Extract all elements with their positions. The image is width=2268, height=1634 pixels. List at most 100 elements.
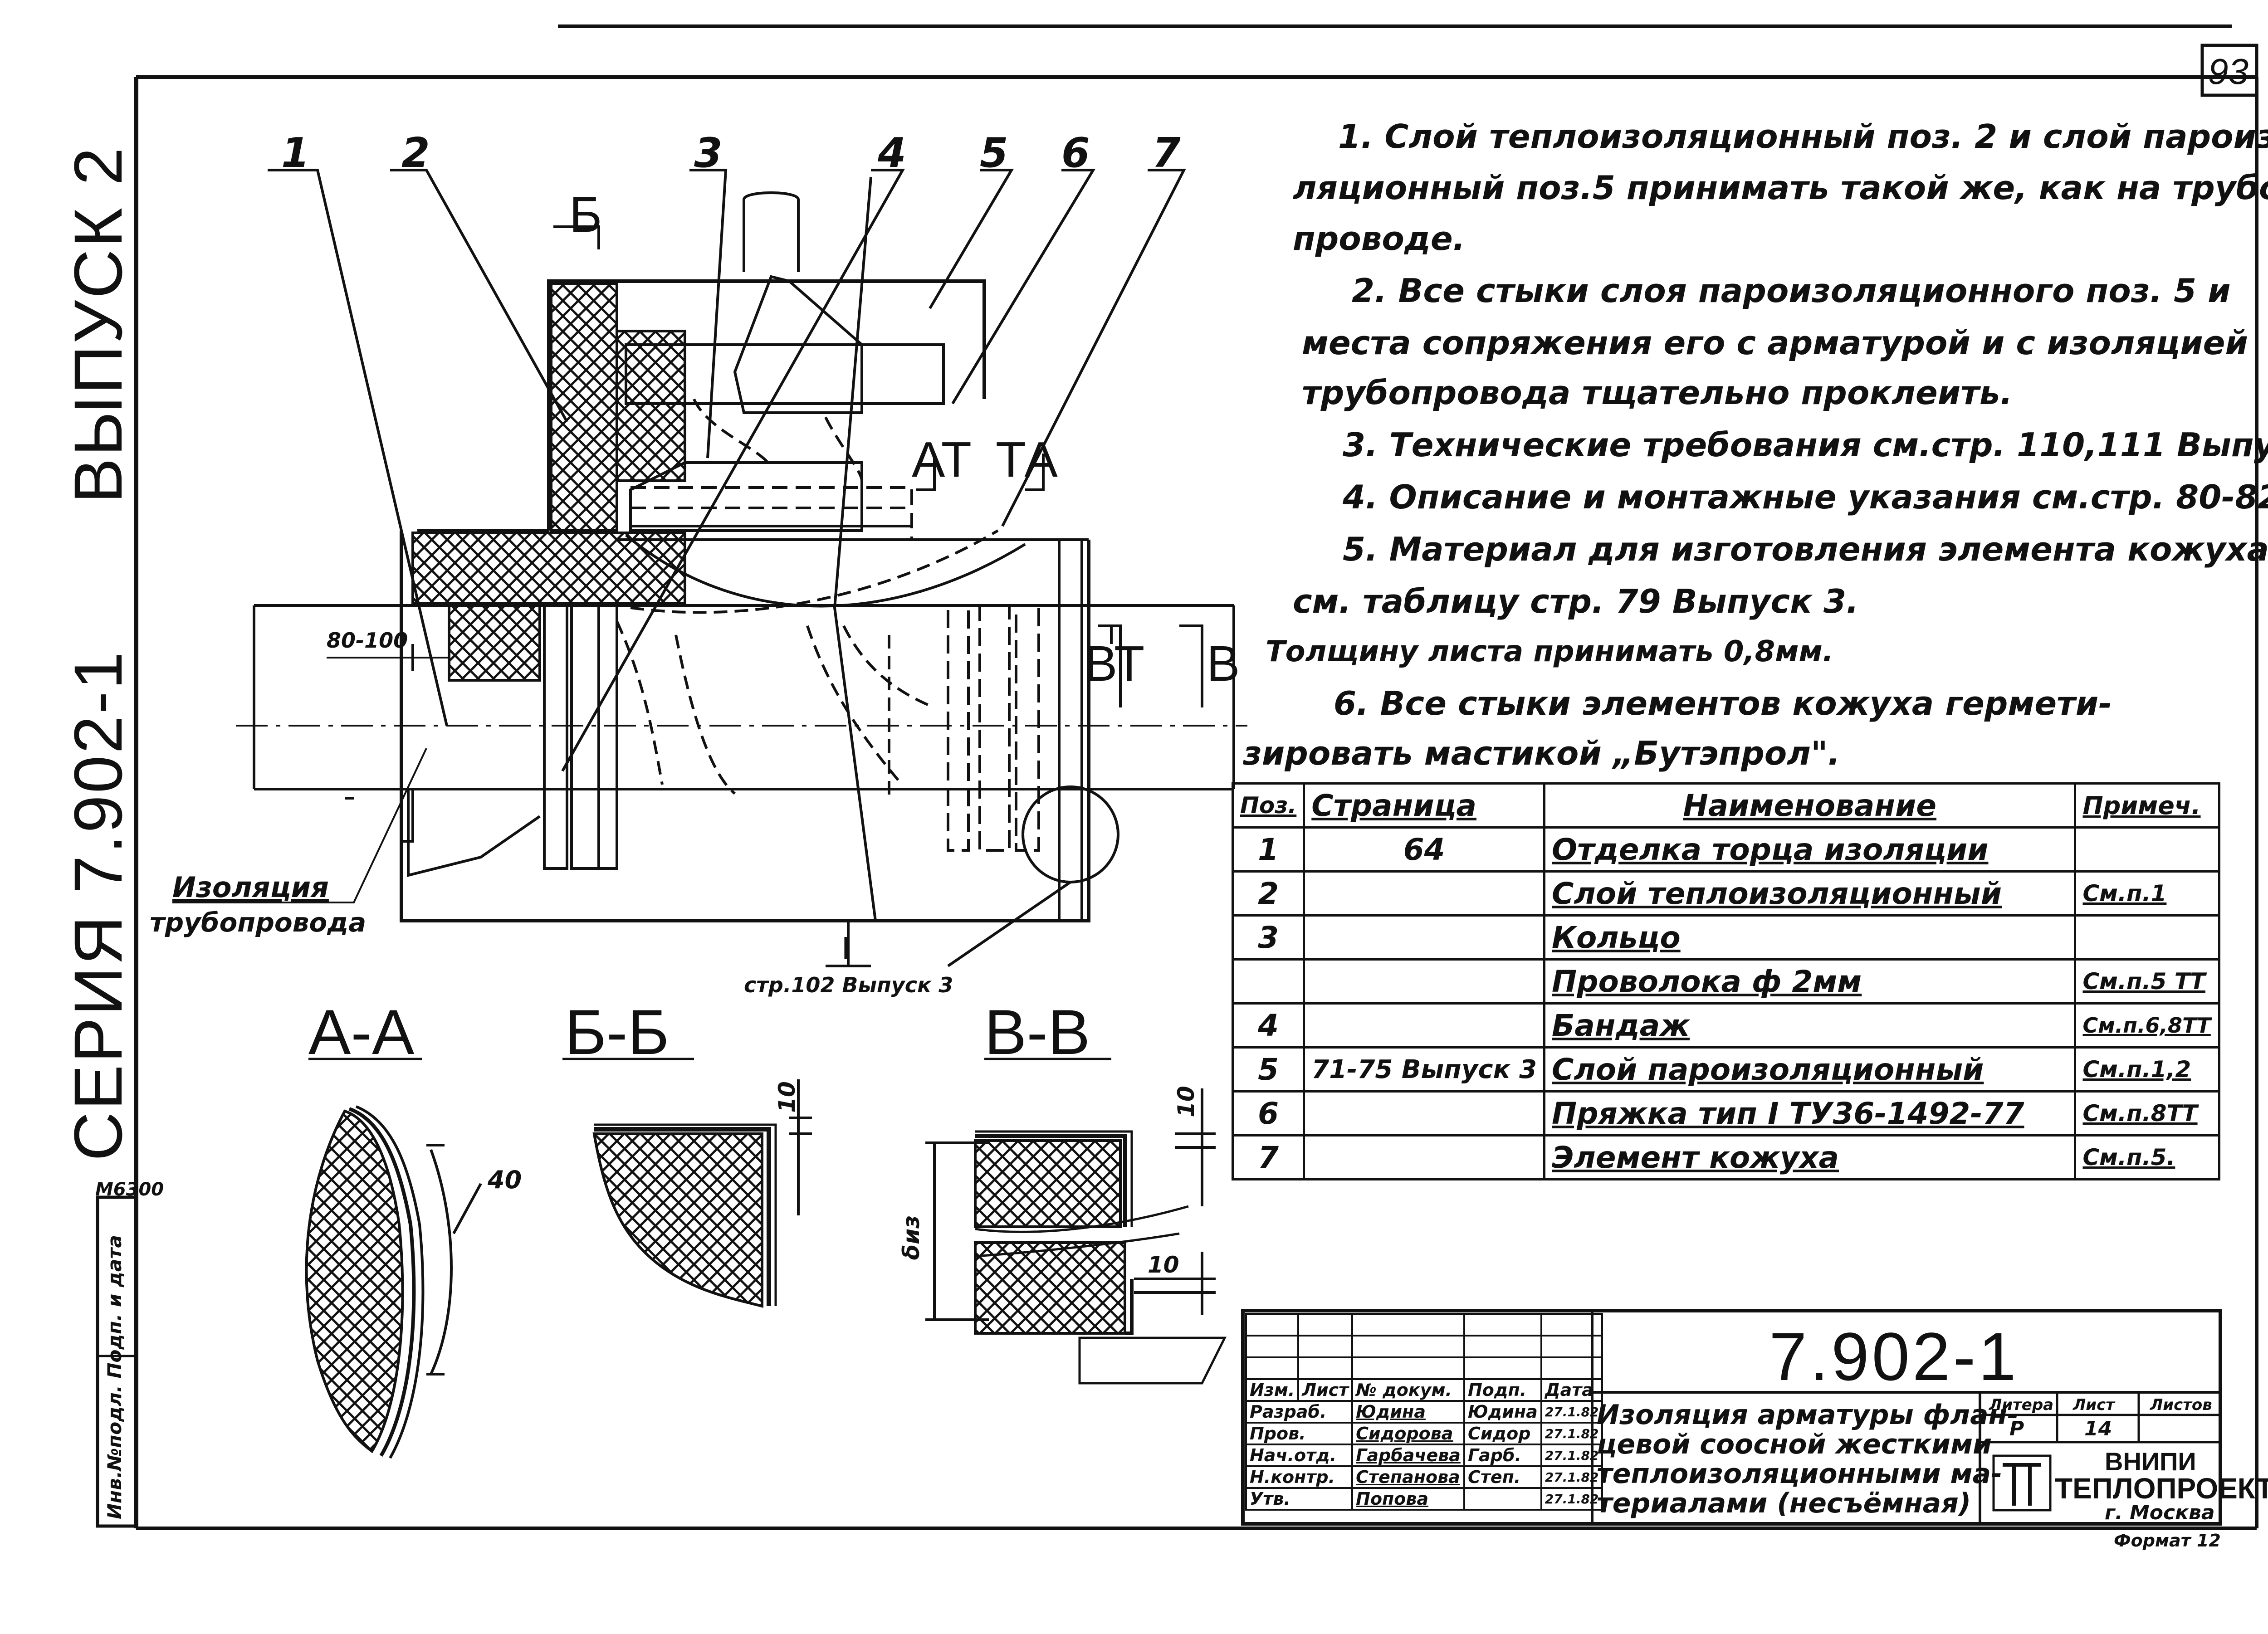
tb-signer-row: Н.контр. Степанова Степ. 27.1.82 [1245, 1465, 1603, 1489]
spec-row: 3 Кольцо [1231, 914, 2220, 961]
tb-empty-row [1245, 1356, 1603, 1380]
note-line-2: ляционный поз.5 принимать такой же, как … [1293, 169, 2268, 207]
tb-signature [1463, 1487, 1542, 1511]
note-line-10: см. таблицу стр. 79 Выпуск 3. [1293, 582, 1859, 620]
spec-pos [1231, 958, 1305, 1005]
tb-signature: Гарб. [1463, 1444, 1542, 1467]
sheets-label: Листов [2150, 1396, 2212, 1414]
litera-value: Р [2009, 1417, 2024, 1440]
spec-name: Кольцо [1543, 914, 2077, 961]
callout-3: 3 [694, 129, 723, 177]
spec-page [1303, 1134, 1546, 1180]
dim-bb: 10 [773, 1081, 800, 1113]
spec-note [2074, 914, 2220, 961]
section-mark-a-left: АТ [912, 432, 972, 488]
tb-signer-row: Утв. Попова 27.1.82 [1245, 1487, 1603, 1511]
spec-row: Проволока ф 2мм См.п.5 ТТ [1231, 958, 2220, 1005]
signature-table: Изм. Лист № докум. Подп. Дата Разраб. Юд… [1245, 1313, 1603, 1511]
org-main: ТЕПЛОПРОЕКТ [2055, 1472, 2268, 1505]
tb-name: Юдина [1351, 1400, 1465, 1424]
label-reference: стр.102 Выпуск 3 [744, 973, 953, 997]
spec-note: См.п.6,8ТТ [2074, 1002, 2220, 1049]
dimension-80-100: 80-100 [327, 628, 408, 653]
sheet-format: Формат 12 [2114, 1531, 2221, 1551]
sheet-value: 14 [2084, 1417, 2112, 1440]
section-aa [305, 1058, 482, 1459]
tb-header-sheet: Лист [1297, 1378, 1354, 1402]
spec-page [1303, 1090, 1546, 1136]
tb-header-doc: № докум. [1351, 1378, 1465, 1402]
tb-date: 27.1.82 [1540, 1400, 1603, 1424]
dim-aa: 40 [488, 1166, 522, 1194]
callout-2: 2 [401, 129, 430, 177]
tb-date: 27.1.82 [1540, 1465, 1603, 1489]
tb-name: Сидорова [1351, 1422, 1465, 1445]
side-issue: ВЫПУСК 2 [60, 146, 136, 503]
note-line-11: Толщину листа принимать 0,8мм. [1266, 635, 1834, 668]
doc-title-3: теплоизоляционными ма- [1597, 1458, 2002, 1490]
spec-page [1303, 958, 1546, 1005]
spec-page: 64 [1303, 826, 1546, 873]
side-series: СЕРИЯ 7.902-1 [60, 650, 136, 1161]
note-line-6: трубопровода тщательно проклеить. [1302, 374, 2013, 412]
spec-pos: 1 [1231, 826, 1305, 873]
sheet-number: 93 [2208, 51, 2248, 92]
label-insulation-1: Изоляция [172, 871, 329, 904]
tb-role: Пров. [1245, 1422, 1354, 1445]
spec-row: 4 Бандаж См.п.6,8ТТ [1231, 1002, 2220, 1049]
spec-row: 2 Слой теплоизоляционный См.п.1 [1231, 870, 2220, 917]
doc-title-1: Изоляция арматуры флан- [1597, 1399, 2019, 1431]
sheet-frame [96, 24, 2258, 1530]
section-bb [562, 1058, 812, 1308]
spec-pos: 3 [1231, 914, 1305, 961]
note-line-12: 6. Все стыки элементов кожуха гермети- [1334, 684, 2112, 722]
callout-6: 6 [1061, 129, 1090, 177]
doc-title-2: цевой соосной жесткими [1597, 1429, 1992, 1460]
spec-header-note: Примеч. [2074, 782, 2220, 829]
callout-4: 4 [878, 129, 906, 177]
doc-title-4: териалами (несъёмная) [1597, 1488, 1971, 1519]
dim-vv-side: δиз [898, 1215, 925, 1260]
dim-vv-top: 10 [1173, 1086, 1199, 1117]
spec-row: 5 71-75 Выпуск 3 Слой пароизоляционный С… [1231, 1046, 2220, 1093]
spec-name: Пряжка тип I ТУ36-1492-77 [1543, 1090, 2077, 1136]
side-code: М6300 [95, 1179, 164, 1200]
spec-name: Элемент кожуха [1543, 1134, 2077, 1180]
tb-empty-row [1245, 1335, 1603, 1358]
side-inventory: Инв.№подл. Подп. и дата [103, 1235, 126, 1519]
spec-note: См.п.1 [2074, 870, 2220, 917]
tb-role: Н.контр. [1245, 1465, 1354, 1489]
tb-name: Попова [1351, 1487, 1465, 1511]
spec-name: Бандаж [1543, 1002, 2077, 1049]
spec-row: 1 64 Отделка торца изоляции [1231, 826, 2220, 873]
spec-row: 6 Пряжка тип I ТУ36-1492-77 См.п.8ТТ [1231, 1090, 2220, 1136]
note-line-5: места сопряжения его с арматурой и с изо… [1302, 324, 2248, 362]
spec-name: Слой теплоизоляционный [1543, 870, 2077, 917]
tb-date: 27.1.82 [1540, 1422, 1603, 1445]
spec-pos: 4 [1231, 1002, 1305, 1049]
section-vv [925, 1058, 1227, 1385]
tb-signer-row: Пров. Сидорова Сидор 27.1.82 [1245, 1422, 1603, 1445]
callout-7: 7 [1152, 129, 1181, 177]
section-mark-b: Б [569, 187, 602, 243]
tb-date: 27.1.82 [1540, 1487, 1603, 1511]
note-line-9: 5. Материал для изготовления элемента ко… [1343, 530, 2268, 568]
tb-signer-row: Разраб. Юдина Юдина 27.1.82 [1245, 1400, 1603, 1424]
tb-name: Гарбачева [1351, 1444, 1465, 1467]
tb-empty-row [1245, 1313, 1603, 1336]
spec-row: 7 Элемент кожуха См.п.5. [1231, 1134, 2220, 1180]
tb-name: Степанова [1351, 1465, 1465, 1489]
spec-header-name: Наименование [1543, 782, 2077, 829]
designation: 7.902-1 [1769, 1318, 2019, 1395]
tb-header-row: Изм. Лист № докум. Подп. Дата [1245, 1378, 1603, 1402]
spec-pos: 2 [1231, 870, 1305, 917]
label-reference-mark: I [841, 930, 850, 966]
spec-pos: 5 [1231, 1046, 1305, 1093]
tb-header-sign: Подп. [1463, 1378, 1542, 1402]
note-line-13: зировать мастикой „Бутэпрол". [1243, 734, 1840, 772]
spec-page [1303, 870, 1546, 917]
section-mark-v-right: В [1207, 636, 1240, 692]
note-line-8: 4. Описание и монтажные указания см.стр.… [1343, 478, 2268, 516]
spec-header-page: Страница [1303, 782, 1546, 829]
spec-note: См.п.8ТТ [2074, 1090, 2220, 1136]
